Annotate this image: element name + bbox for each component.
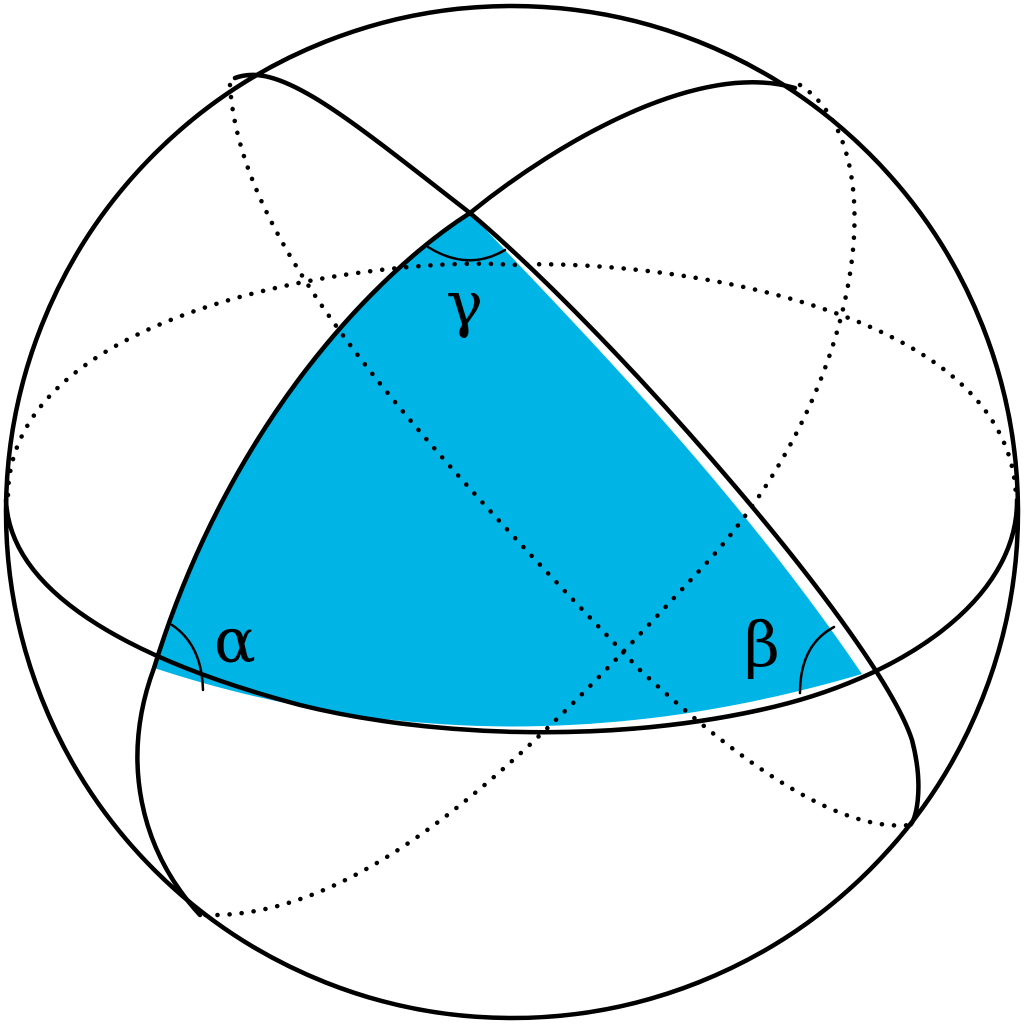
visible-arcs: [3, 3, 1021, 1021]
great-circle-arc-2: [135, 80, 798, 918]
alpha-label: α: [214, 604, 256, 677]
meridian-back-arc-2: [202, 82, 857, 918]
beta-label: β: [744, 608, 780, 681]
equator-front-arc: [3, 497, 1020, 735]
alpha-angle-arc: [170, 623, 205, 692]
great-circle-arc-1: [232, 72, 921, 828]
meridian-back-arc-1: [227, 82, 913, 828]
hidden-arcs: [5, 82, 1019, 918]
beta-angle-arc: [798, 625, 836, 695]
gamma-angle-arc: [426, 245, 507, 262]
angle-arcs: [170, 245, 836, 695]
gamma-label: γ: [446, 267, 483, 340]
